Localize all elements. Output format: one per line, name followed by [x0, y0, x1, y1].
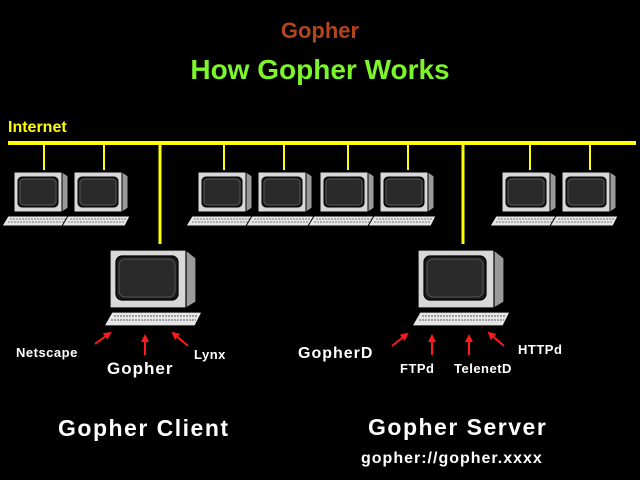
daemon-label-gopherd: GopherD: [298, 345, 374, 362]
host-computer-icon: [489, 171, 559, 227]
host-computer-icon: [1, 171, 71, 227]
server-url: gopher://gopher.xxxx: [361, 450, 543, 467]
server-caption: Gopher Server: [368, 414, 548, 440]
host-computer-icon: [61, 171, 131, 227]
host-computer-icon: [307, 171, 377, 227]
page-title: How Gopher Works: [190, 54, 450, 85]
topic-heading: Gopher: [280, 18, 360, 43]
client-arrows: [94, 331, 189, 355]
server-computer-icon: [411, 249, 511, 327]
browser-label-netscape: Netscape: [16, 345, 78, 360]
client-computer-icon: [103, 249, 203, 327]
host-computer-icon: [185, 171, 255, 227]
server-arrows: [391, 331, 505, 355]
daemon-label-telenetd: TelenetD: [454, 361, 512, 376]
daemon-label-httpd: HTTPd: [518, 342, 563, 357]
host-computer-icon: [549, 171, 619, 227]
client-program-label: Gopher: [107, 359, 174, 378]
browser-label-lynx: Lynx: [194, 347, 226, 362]
network-drops: [43, 143, 591, 170]
daemon-label-ftpd: FTPd: [400, 361, 435, 376]
client-caption: Gopher Client: [58, 415, 230, 441]
host-computer-icon: [245, 171, 315, 227]
host-computer-icon: [367, 171, 437, 227]
internet-label: Internet: [8, 119, 67, 136]
